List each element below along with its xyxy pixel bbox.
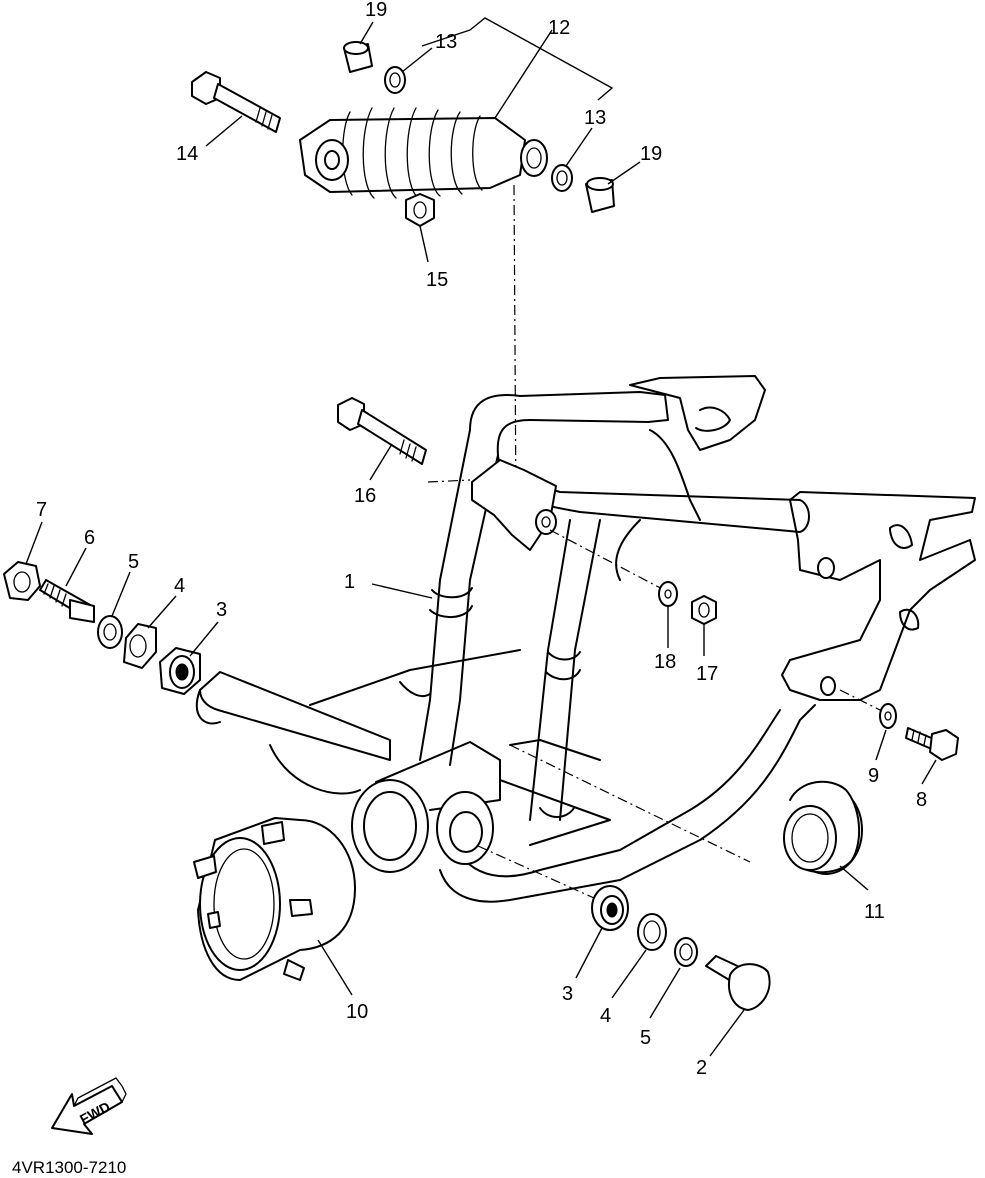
callout-labels: 19 13 12 13 19 14 15 16 1 18 17 9 8 7 6 … [36, 0, 927, 1079]
callout-4-right: 4 [600, 1005, 611, 1027]
shock-washer-18 [658, 581, 678, 607]
left-collar-5 [97, 615, 123, 649]
pivot-centerline [509, 744, 751, 863]
shock-upper-collar-left [343, 41, 373, 73]
shock-mount-centerline [513, 184, 517, 511]
callout-7: 7 [36, 499, 47, 521]
callout-8: 8 [916, 789, 927, 811]
shock-lower-nut [405, 193, 435, 227]
shock-washer-left [384, 66, 406, 94]
rear-bolt-centerline [839, 689, 885, 713]
callout-3-right: 3 [562, 983, 573, 1005]
callout-18: 18 [654, 651, 676, 673]
rear-washer-9 [879, 703, 897, 729]
part-code: 4VR1300-7210 [12, 1158, 127, 1177]
shock-lower-bolt [191, 71, 281, 133]
shock-nut-17 [691, 595, 717, 625]
left-pivot-shaft-6 [39, 579, 95, 623]
right-collar-5 [674, 937, 698, 967]
left-bearing-3 [159, 647, 201, 695]
pivot-cover-10 [193, 817, 356, 981]
right-bearing-3 [591, 885, 629, 931]
callout-11: 11 [864, 901, 885, 923]
callout-12: 12 [548, 17, 570, 39]
fwd-arrow: FWD [51, 1077, 127, 1135]
pivot-right-centerline [477, 845, 595, 899]
callout-2: 2 [696, 1057, 707, 1079]
callout-15: 15 [426, 269, 448, 291]
callout-13-top: 13 [435, 31, 457, 53]
shock-washer-right [551, 164, 573, 192]
callout-17: 17 [696, 663, 718, 685]
callout-6: 6 [84, 527, 95, 549]
pivot-cover-11 [783, 780, 863, 875]
callout-10: 10 [346, 1001, 368, 1023]
frame-bolt-centerline [427, 479, 471, 483]
callout-5-right: 5 [640, 1027, 651, 1049]
callout-14: 14 [176, 143, 198, 165]
callout-19-right: 19 [640, 143, 662, 165]
left-spacer-4 [123, 623, 157, 669]
shock-upper-bolt [337, 397, 427, 465]
rear-shock-absorber [299, 107, 548, 199]
callout-5-left: 5 [128, 551, 139, 573]
callout-3-left: 3 [216, 599, 227, 621]
callout-16: 16 [354, 485, 376, 507]
right-pivot-shaft-2 [705, 955, 771, 1011]
callout-9: 9 [868, 765, 879, 787]
shock-bolt-centerline [549, 529, 669, 593]
left-pivot-nut-7 [3, 561, 41, 601]
right-spacer-4 [637, 913, 667, 951]
callout-13-right: 13 [584, 107, 606, 129]
leader-lines [25, 17, 937, 1057]
shock-upper-collar-right [585, 177, 615, 213]
callout-19-top: 19 [365, 0, 387, 21]
callout-1: 1 [344, 571, 355, 593]
rear-bolt-8 [905, 727, 959, 761]
callout-4-left: 4 [174, 575, 185, 597]
